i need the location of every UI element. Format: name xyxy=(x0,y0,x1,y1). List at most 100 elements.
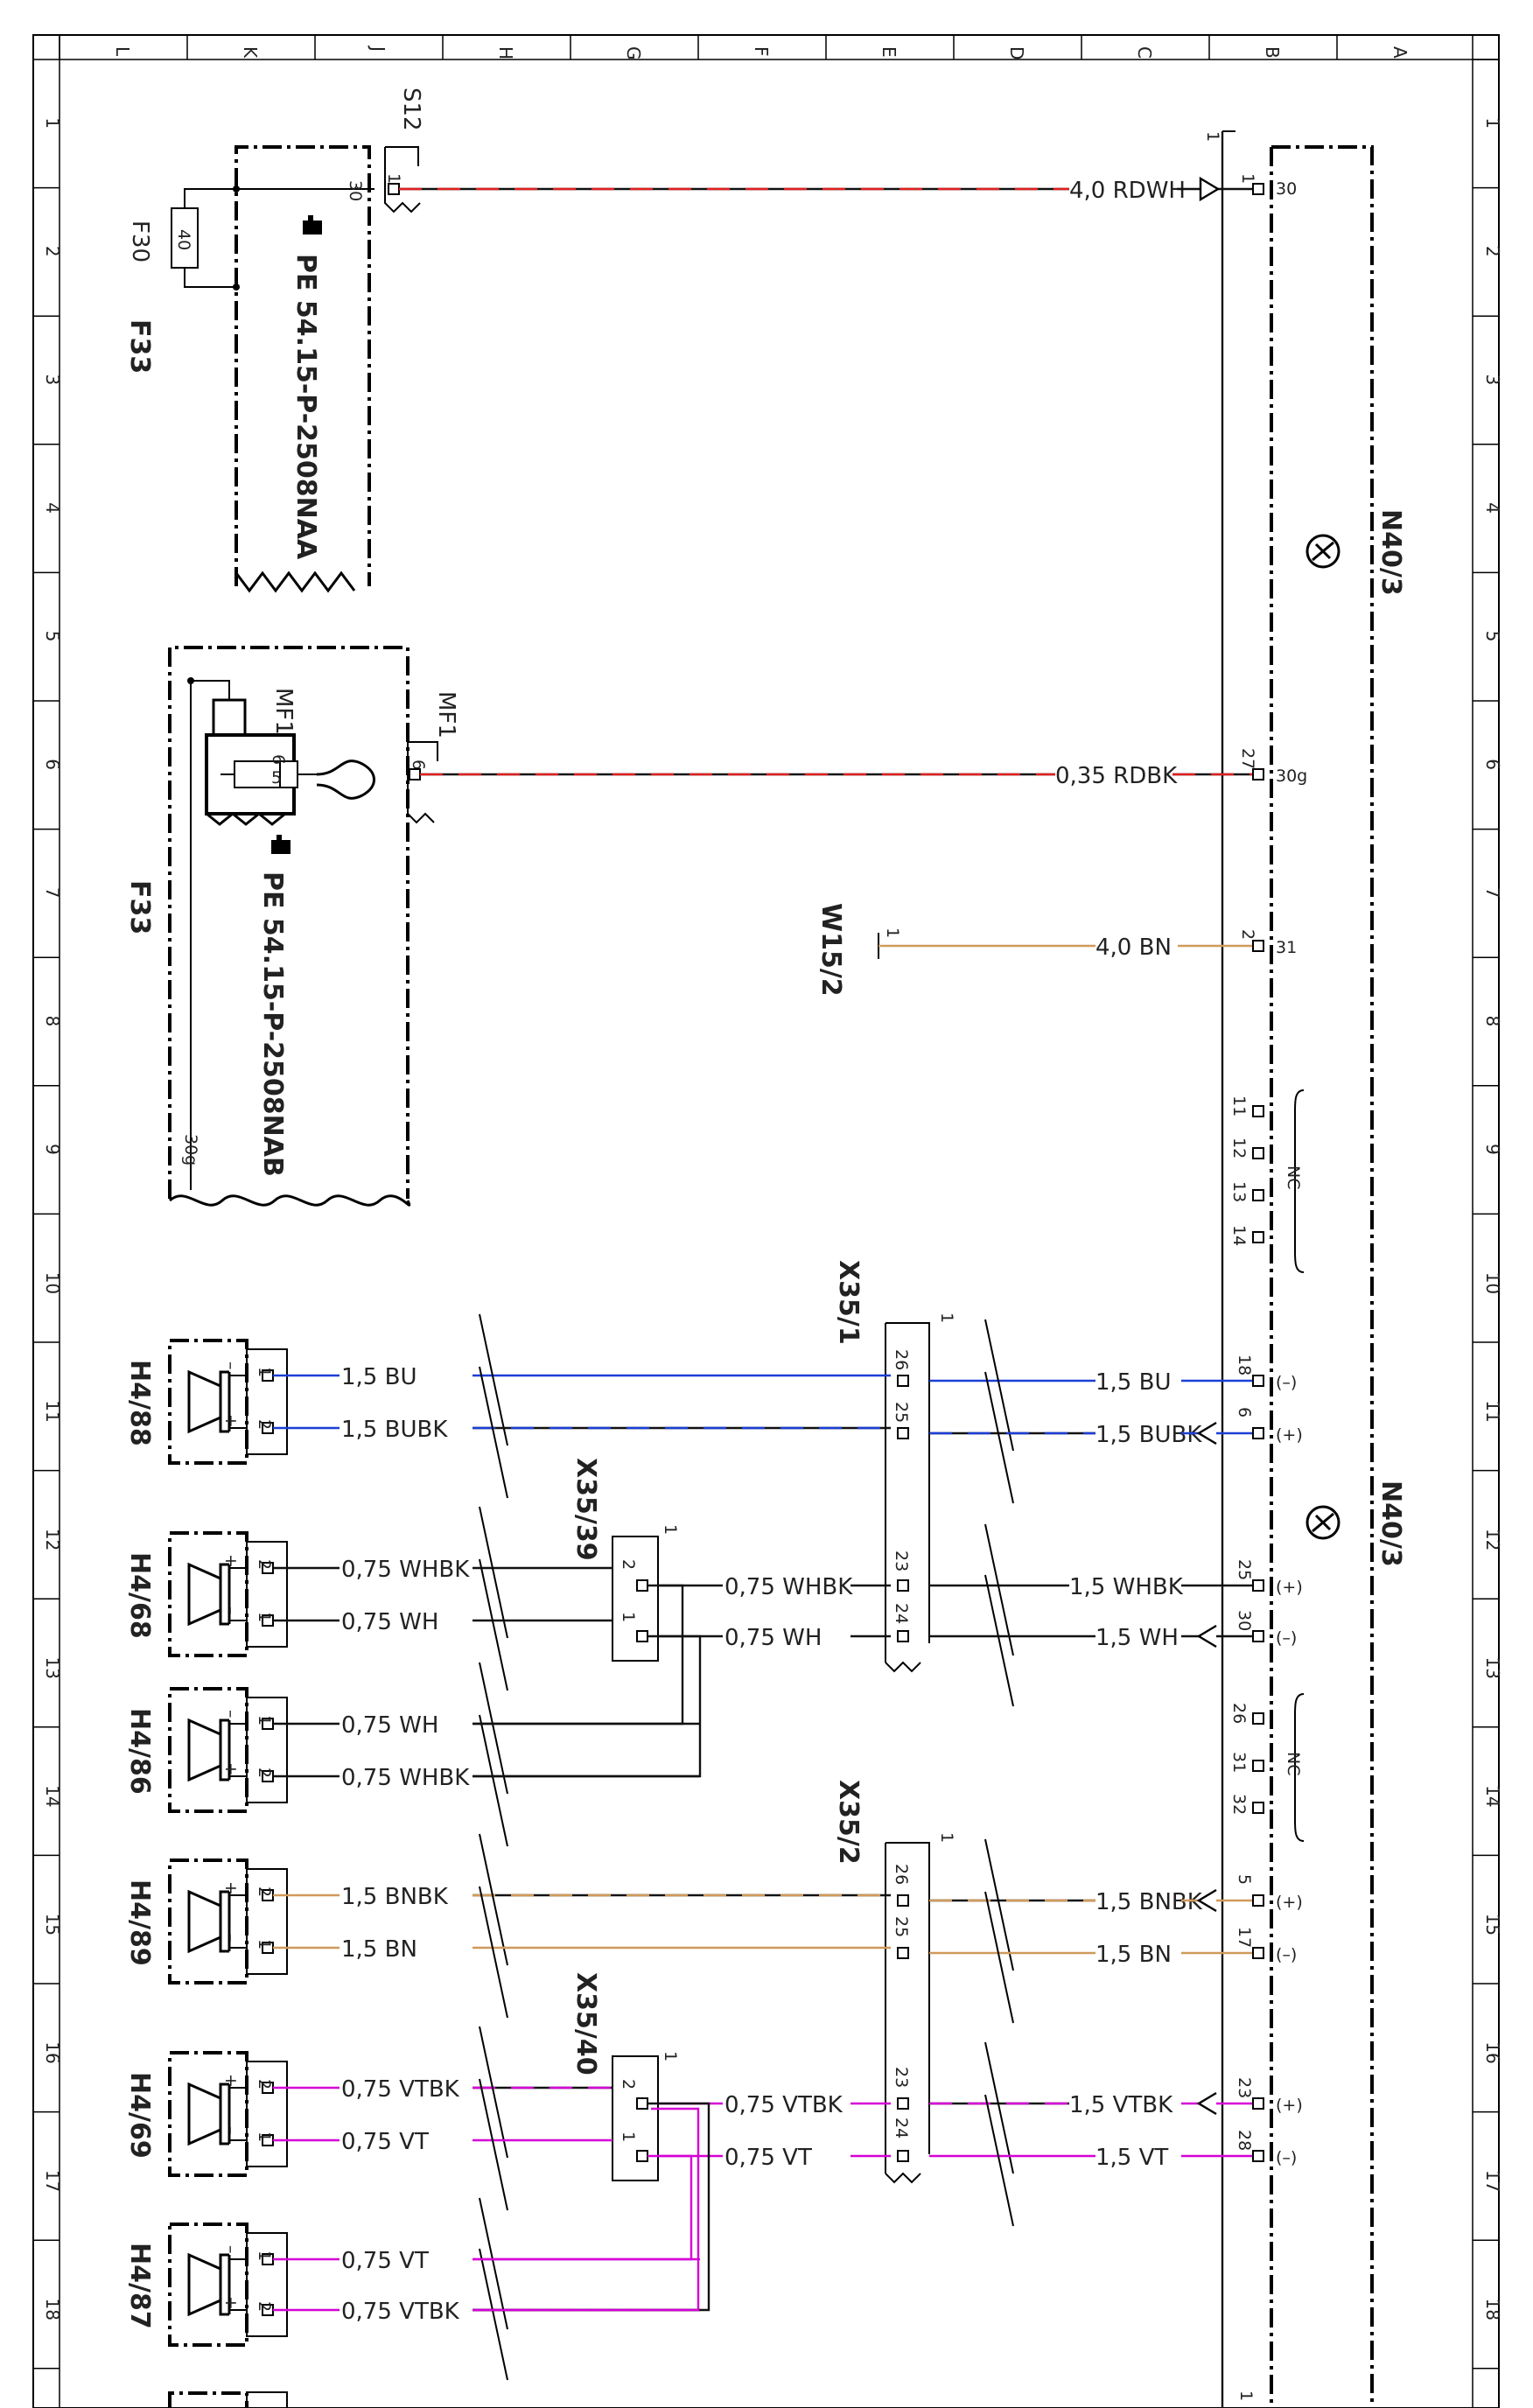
n40-3-top-pin: 1 xyxy=(1203,131,1222,142)
bridge-wire-bk-2 xyxy=(472,1584,684,1726)
n40-3-wire-label: 1,5 WHBK xyxy=(1069,1574,1184,1600)
row-label-left: 13 xyxy=(42,1657,63,1679)
x35-1-pin-25: 25 xyxy=(892,1402,911,1423)
wire-rdwh-arrow xyxy=(1199,176,1221,202)
bridge-wire-vt-2 xyxy=(472,2154,693,2261)
speaker-connector xyxy=(246,1868,288,1975)
mid-wire-label: 0,75 WH xyxy=(724,1625,822,1651)
x35-39-mark: 1 xyxy=(661,1524,680,1535)
speaker-pin: 2 xyxy=(255,1419,274,1430)
mf1-box-label: MF1 xyxy=(270,688,297,735)
speaker-wire-label: 1,5 BU xyxy=(341,1364,416,1390)
n40-3-term-rdwh: 30 xyxy=(1276,179,1297,199)
n40-3-term-rdbk: 30g xyxy=(1276,766,1307,786)
speaker-polarity: – xyxy=(221,2245,241,2254)
speaker-housing xyxy=(168,2222,248,2347)
nc-b-pin-26: 26 xyxy=(1229,1703,1249,1724)
row-label-left: 15 xyxy=(42,1914,63,1936)
speaker-polarity: + xyxy=(221,1762,241,1776)
x35-2-housing xyxy=(886,1842,930,2154)
mf1-pin-b: 5 xyxy=(271,768,282,788)
row-label-left: 2 xyxy=(42,246,63,257)
w15-2-label: W15/2 xyxy=(816,903,846,997)
row-label-left: 17 xyxy=(42,2170,63,2192)
x35-1-pin-23: 23 xyxy=(892,1550,911,1572)
x35-40-label: X35/40 xyxy=(570,1972,601,2076)
n40-3-term: (+) xyxy=(1276,1425,1303,1445)
row-label-right: 18 xyxy=(1482,2299,1503,2320)
nc-group-b: 26 31 32 NC xyxy=(1229,1693,1305,1842)
speaker-housing xyxy=(168,2051,248,2177)
n40-3-pin: 5 xyxy=(1235,1874,1254,1885)
row-ticks xyxy=(33,59,1499,2370)
speaker-wire-label: 0,75 VT xyxy=(341,2248,429,2274)
speaker-icon xyxy=(187,1718,247,1782)
speaker-connector xyxy=(246,2061,288,2167)
mid-wire-label: 0,75 WHBK xyxy=(724,1574,853,1600)
x35-39-pin-2: 2 xyxy=(619,1559,638,1570)
n40-3-pin: 23 xyxy=(1235,2077,1254,2098)
s12-pin: 1 xyxy=(384,173,403,184)
n40-3-pin: 18 xyxy=(1235,1354,1254,1376)
f33-top-terminal: 30 xyxy=(346,180,365,201)
speaker-pin: 1 xyxy=(255,1367,274,1377)
speaker-housing xyxy=(168,1858,248,1984)
speaker-connector xyxy=(246,1697,288,1803)
speaker-wire-label: 0,75 WH xyxy=(341,1712,438,1739)
row-label-right: 6 xyxy=(1482,759,1503,770)
speaker-housing xyxy=(168,1339,248,1465)
speaker-polarity: + xyxy=(221,2074,241,2088)
speaker-icon xyxy=(187,2252,247,2317)
speaker-housing xyxy=(168,1687,248,1813)
row-label-left: 9 xyxy=(42,1144,63,1155)
col-label-K: K xyxy=(240,46,261,59)
nc-a-pin-11: 11 xyxy=(1229,1096,1249,1116)
n40-3-wire-label: 1,5 BN xyxy=(1096,1942,1172,1968)
row-label-right: 10 xyxy=(1482,1272,1503,1294)
speaker-pin: 2 xyxy=(255,1768,274,1778)
nc-a-pin-13: 13 xyxy=(1229,1181,1249,1202)
fuse-f30-label: F30 xyxy=(127,220,153,262)
f33-bottom-break-mark xyxy=(168,1194,411,1207)
row-label-left: 8 xyxy=(42,1016,63,1027)
x35-2-label: X35/2 xyxy=(833,1780,864,1865)
n40-3-term: (+) xyxy=(1276,2096,1303,2115)
row-label-left: 14 xyxy=(42,1785,63,1807)
bridge-wire-vt-3 xyxy=(472,2107,700,2312)
x35-2-pin-24: 24 xyxy=(892,2118,911,2138)
speaker-pin: 1 xyxy=(255,2132,274,2142)
speaker-label: H4/88 xyxy=(124,1360,155,1446)
n40-3-label-upper: N40/3 xyxy=(1376,509,1406,596)
n40-3-label-lower: N40/3 xyxy=(1376,1480,1406,1567)
column-ticks xyxy=(59,35,1474,60)
row-label-right: 12 xyxy=(1482,1529,1503,1550)
bottom-pin-label: 1 xyxy=(1236,2390,1256,2401)
speaker-polarity: – xyxy=(221,1606,241,1615)
mid-wire-label: 0,75 VT xyxy=(724,2145,812,2171)
n40-3-term: (–) xyxy=(1276,1945,1297,1964)
wire-arrow xyxy=(1196,1888,1217,1913)
col-label-C: C xyxy=(1134,46,1155,59)
f33-bottom-label: F33 xyxy=(124,880,155,934)
row-label-right: 15 xyxy=(1482,1914,1503,1936)
speaker-polarity: – xyxy=(221,1362,241,1370)
x35-1-label: X35/1 xyxy=(833,1260,864,1345)
row-label-left: 12 xyxy=(42,1529,63,1550)
n40-3-pin-rdwh: 1 xyxy=(1238,173,1257,184)
speaker-label: H4/68 xyxy=(124,1552,155,1639)
row-label-right: 17 xyxy=(1482,2170,1503,2192)
row-label-left: 11 xyxy=(42,1400,63,1422)
col-label-G: G xyxy=(623,46,644,60)
speaker-wire-label: 0,75 VTBK xyxy=(341,2076,460,2103)
row-label-right: 2 xyxy=(1482,246,1503,257)
s12-connector-outline xyxy=(384,147,421,214)
n40-3-term: (+) xyxy=(1276,1893,1303,1912)
mf1-conn-label: MF1 xyxy=(433,691,459,738)
col-label-H: H xyxy=(495,46,516,60)
f33-top-label: F33 xyxy=(124,319,155,374)
